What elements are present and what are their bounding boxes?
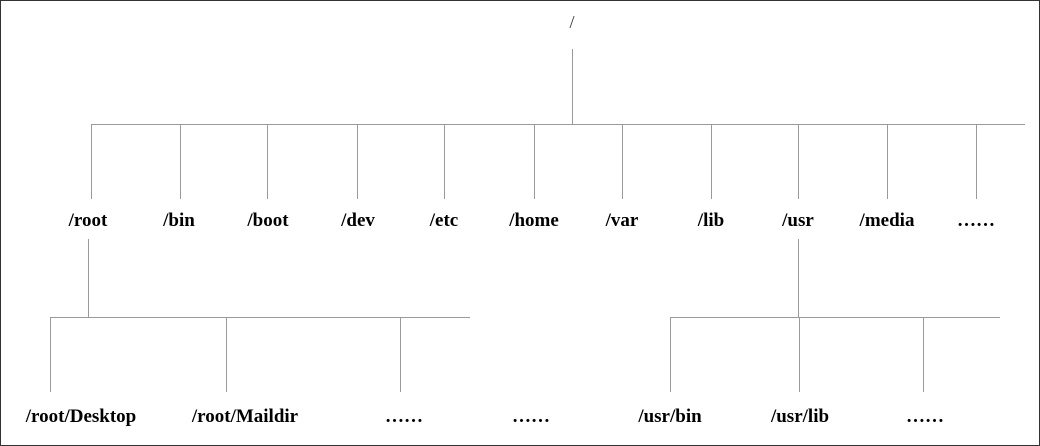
node-usr-bin: /usr/bin (638, 406, 702, 427)
edge-drop-root-maildir (226, 317, 227, 392)
edge-drop-dev (357, 124, 358, 199)
node-root-ellipsis: …… (385, 406, 423, 427)
node-root-slash: / (569, 12, 575, 32)
edge-drop-media (887, 124, 888, 199)
node-root: /root (68, 210, 108, 231)
edge-drop-etc (444, 124, 445, 199)
edge-root-dir-trunk (88, 239, 89, 317)
edge-drop-root (91, 124, 92, 199)
node-dev: /dev (341, 210, 375, 231)
edge-drop-home (534, 124, 535, 199)
node-etc: /etc (429, 210, 459, 231)
node-media: /media (859, 210, 915, 231)
edge-drop-var (622, 124, 623, 199)
node-lib: /lib (697, 210, 725, 231)
node-root-desktop: /root/Desktop (25, 406, 137, 427)
edge-drop-root-ellipsis (400, 317, 401, 392)
edge-drop-lib (711, 124, 712, 199)
edge-usr-dir-trunk (798, 239, 799, 317)
edge-root-trunk (572, 49, 573, 124)
node-bin: /bin (163, 210, 195, 231)
node-standalone-ellipsis: …… (512, 406, 550, 427)
node-usr-ellipsis: …… (906, 406, 944, 427)
edge-drop-boot (267, 124, 268, 199)
node-boot: /boot (247, 210, 289, 231)
edge-drop-root-desktop (50, 317, 51, 392)
edge-drop-usr-bin (670, 317, 671, 392)
edge-drop-usr-lib (799, 317, 800, 392)
edge-drop-ellipsis (976, 124, 977, 199)
node-usr: /usr (782, 210, 814, 231)
edge-drop-usr (798, 124, 799, 199)
edge-usr-dir-bus (670, 317, 1000, 318)
edge-drop-bin (180, 124, 181, 199)
edge-drop-usr-ellipsis (923, 317, 924, 392)
edge-level1-bus (91, 124, 1025, 125)
node-home: /home (509, 210, 559, 231)
edge-root-dir-bus (50, 317, 470, 318)
node-root-maildir: /root/Maildir (191, 406, 299, 427)
node-ellipsis: …… (957, 210, 995, 231)
node-var: /var (605, 210, 639, 231)
node-usr-lib: /usr/lib (770, 406, 830, 427)
